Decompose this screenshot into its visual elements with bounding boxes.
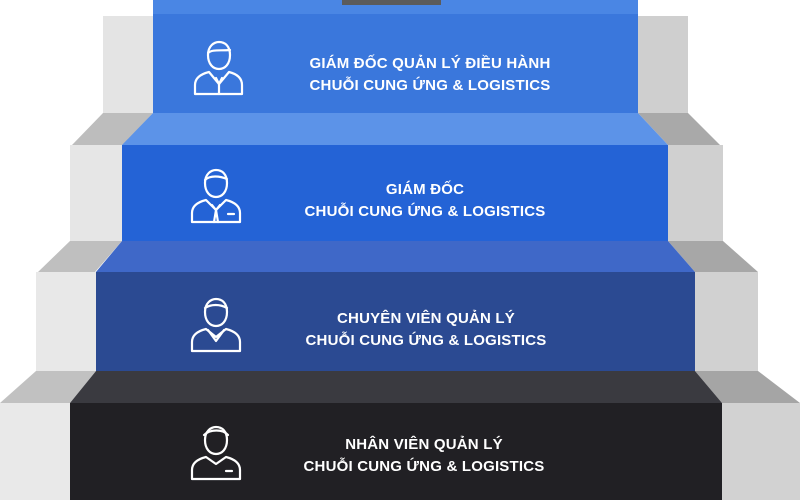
- director-person-icon: [190, 168, 242, 224]
- riser-step-1: [70, 403, 722, 500]
- tread-step-4: [122, 113, 668, 145]
- stair-step-1-sides: [0, 403, 800, 500]
- step-1-title: NHÂN VIÊN QUẢN LÝ: [345, 436, 503, 453]
- tread-step-3: [96, 241, 695, 272]
- stair-step-2-sides: [0, 272, 800, 403]
- tread-step-2: [70, 371, 722, 403]
- staff-person-icon: [190, 425, 242, 481]
- carpet-top-highlight: [153, 0, 638, 14]
- step-4-label: GIÁM ĐỐC QUẢN LÝ ĐIỀU HÀNH CHUỖI CUNG ỨN…: [260, 53, 600, 97]
- top-pedestal: [342, 0, 441, 5]
- riser-step-3: [122, 145, 668, 241]
- specialist-person-icon: [190, 297, 242, 353]
- step-4-subtitle: CHUỖI CUNG ỨNG & LOGISTICS: [309, 77, 551, 94]
- step-3-title: GIÁM ĐỐC: [385, 181, 465, 198]
- riser-step-2: [96, 272, 695, 371]
- step-3-label: GIÁM ĐỐC CHUỖI CUNG ỨNG & LOGISTICS: [255, 179, 595, 223]
- step-3-subtitle: CHUỖI CUNG ỨNG & LOGISTICS: [304, 203, 546, 220]
- step-2-title: CHUYÊN VIÊN QUẢN LÝ: [337, 310, 515, 327]
- executive-person-icon: [193, 40, 244, 96]
- step-1-label: NHÂN VIÊN QUẢN LÝ CHUỖI CUNG ỨNG & LOGIS…: [254, 434, 594, 478]
- stair-step-4-sides: [72, 16, 720, 145]
- stair-step-3-sides: [38, 145, 758, 272]
- step-1-subtitle: CHUỖI CUNG ỨNG & LOGISTICS: [303, 458, 545, 475]
- step-4-title: GIÁM ĐỐC QUẢN LÝ ĐIỀU HÀNH: [309, 55, 551, 72]
- step-2-label: CHUYÊN VIÊN QUẢN LÝ CHUỖI CUNG ỨNG & LOG…: [256, 308, 596, 352]
- step-2-subtitle: CHUỖI CUNG ỨNG & LOGISTICS: [305, 332, 547, 349]
